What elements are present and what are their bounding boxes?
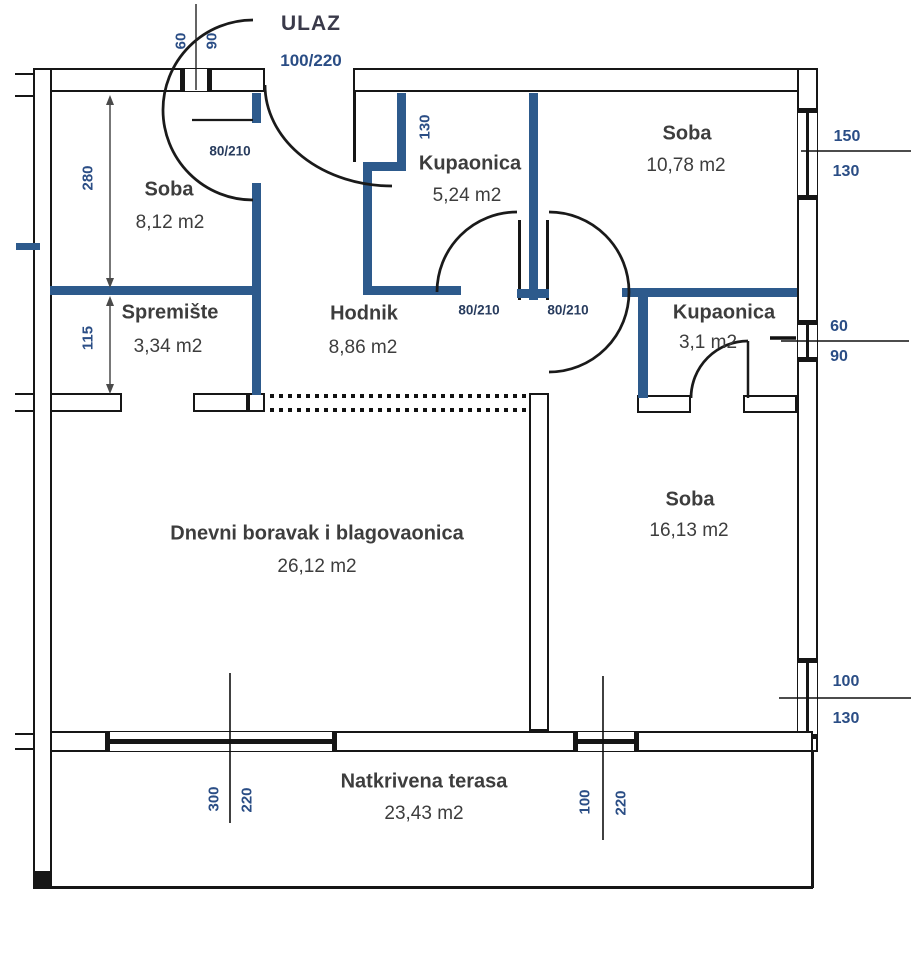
bluewall-shaft-foot (517, 289, 549, 298)
room-name-kupaonica2: Kupaonica (672, 301, 776, 324)
room-area-kupaonica1: 5,24 m2 (432, 185, 502, 206)
terrace-bottom-edge (33, 886, 813, 889)
wall-corridor-stub (353, 92, 356, 162)
shaft-jamb-right (546, 220, 549, 300)
bluewall-kup1-bottom (363, 286, 461, 295)
door-arc-entrance (263, 84, 393, 188)
room-name-soba3: Soba (665, 488, 715, 511)
room-area-spremiste: 3,34 m2 (133, 336, 203, 357)
bluewall-soba1-spremiste (50, 286, 261, 295)
bluewall-shaft (529, 93, 538, 300)
bluewall-kup1-left-lower (363, 165, 372, 295)
dim-right1-a: 150 (833, 128, 861, 145)
arrowhead (106, 384, 114, 394)
room-name-terrace: Natkrivena terasa (340, 770, 508, 793)
wall-right-1 (797, 68, 818, 110)
wall-living-divider (529, 393, 549, 731)
dim-left-280: 280 (79, 165, 97, 191)
window-100-220 (575, 731, 637, 752)
entrance-label: ULAZ (281, 12, 341, 35)
wall-right-3 (797, 360, 818, 660)
wall-kupaonica3-bottom-1 (637, 395, 691, 413)
arrowhead (106, 296, 114, 306)
dim-right3-a: 100 (832, 673, 860, 690)
bluewall-soba1-stub (252, 93, 261, 123)
wall-kupaonica3-bottom-2 (743, 395, 797, 413)
bluewall-kup1-jog (363, 162, 406, 171)
dim-bottom1-b: 220 (238, 787, 256, 813)
tick-left-1 (15, 73, 33, 75)
room-area-soba3: 16,13 m2 (649, 520, 729, 541)
dim-top-window-a: 60 (172, 32, 190, 50)
door-label-soba1: 80/210 (209, 143, 251, 159)
arrowhead (106, 95, 114, 105)
tick-left-4 (15, 410, 33, 412)
wall-right-2 (797, 198, 818, 322)
dim-bottom1-a: 300 (205, 786, 223, 812)
room-area-kupaonica2: 3,1 m2 (678, 332, 738, 353)
dim-right3-b: 130 (832, 710, 860, 727)
window-300-220 (107, 731, 335, 752)
dim-right2-b: 90 (830, 348, 848, 365)
room-area-soba2: 10,78 m2 (646, 155, 726, 176)
bluewall-kup1-left-upper (397, 93, 406, 165)
room-area-hodnik: 8,86 m2 (328, 337, 398, 358)
bluewall-kup2-left (638, 288, 648, 398)
wall-bottom-right (637, 731, 813, 752)
room-name-kupaonica1: Kupaonica (418, 152, 522, 175)
dim-left-115: 115 (79, 325, 97, 351)
room-area-living: 26,12 m2 (277, 556, 357, 577)
wall-bottom-mid (335, 731, 575, 752)
tick-left-2 (15, 95, 33, 97)
dim-bottom2-b: 220 (612, 790, 630, 816)
wall-spremiste-2 (193, 393, 248, 412)
room-area-soba1: 8,12 m2 (135, 212, 205, 233)
wall-left (33, 68, 52, 873)
window-150-130 (797, 110, 818, 198)
room-name-soba1: Soba (144, 178, 194, 201)
door-label-soba2: 80/210 (547, 302, 589, 318)
tick-left-5 (15, 733, 33, 735)
wall-spremiste-1 (50, 393, 122, 412)
door-arc-kupaonica1 (435, 210, 518, 293)
wall-top-mid (210, 68, 265, 92)
shaft-jamb-left (518, 220, 521, 300)
wall-top-right (353, 68, 818, 92)
door-arc-soba2 (548, 210, 631, 374)
tick-left-6 (15, 748, 33, 750)
door-arc-kupaonica2 (689, 339, 749, 399)
room-name-spremiste: Spremište (121, 301, 219, 324)
wall-left-foot (33, 873, 52, 889)
dim-right2-a: 60 (830, 318, 848, 335)
tick-left-3 (15, 393, 33, 395)
tick-left-blue (16, 243, 40, 250)
door-label-kupaonica1: 80/210 (458, 302, 500, 318)
room-name-soba2: Soba (662, 122, 712, 145)
room-name-living: Dnevni boravak i blagovaonica (170, 522, 464, 545)
room-area-terrace: 23,43 m2 (384, 803, 464, 824)
dim-right1-b: 130 (832, 163, 860, 180)
arrowhead (106, 278, 114, 288)
wall-bottom-stub (50, 731, 107, 752)
terrace-right-edge (811, 752, 814, 888)
dim-bottom2-a: 100 (576, 789, 594, 815)
entrance-size-label: 100/220 (280, 51, 342, 70)
bluewall-kup2-top (622, 288, 797, 297)
dim-bath-wall: 130 (416, 114, 434, 140)
room-name-hodnik: Hodnik (330, 302, 398, 325)
dim-top-window-b: 90 (203, 32, 221, 50)
wall-top-left (33, 68, 182, 92)
door-arc-soba1 (161, 18, 254, 202)
